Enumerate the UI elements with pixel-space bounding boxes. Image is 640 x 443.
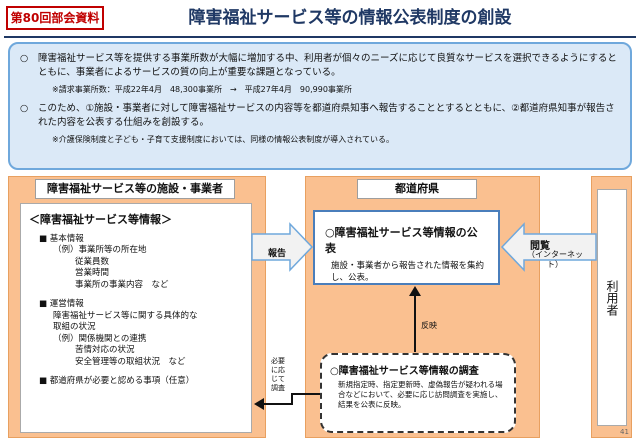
basic-info-item: 従業員数 bbox=[75, 256, 110, 267]
prefecture-header: 都道府県 bbox=[357, 179, 477, 199]
info-text-2: このため、①施設・事業者に対して障害福祉サービスの内容等を都道府県知事へ報告する… bbox=[38, 103, 615, 128]
browse-arrow bbox=[500, 222, 597, 272]
browse-label: 閲覧 bbox=[530, 241, 550, 252]
publication-title: ○障害福祉サービス等情報の公表 bbox=[325, 226, 478, 255]
survey-description: 新規指定時、指定更新時、虚偽報告が疑われる場合などにおいて、必要に応じ訪問調査を… bbox=[338, 380, 503, 409]
ops-info-item: 安全管理等の取組状況 など bbox=[75, 356, 186, 367]
basic-info-example: （例）事業所等の所在地 bbox=[53, 245, 147, 255]
browse-sublabel: （インターネット） bbox=[527, 250, 583, 269]
ops-info-line: 障害福祉サービス等に関する具体的な bbox=[53, 310, 198, 321]
request-arrowhead bbox=[254, 398, 264, 410]
bullet-2: ○ bbox=[20, 103, 29, 114]
meeting-tag: 第80回部会資料 bbox=[6, 6, 104, 30]
title-rule bbox=[4, 36, 636, 38]
publication-description: 施設・事業者から報告された情報を集約し、公表。 bbox=[331, 261, 485, 283]
info-paragraph-1: ○ 障害福祉サービス等を提供する事業所数が大幅に増加する中、利用者が個々のニーズ… bbox=[20, 52, 620, 80]
page-number: 41 bbox=[620, 428, 629, 436]
ops-info-example: （例）関係機関との連携 bbox=[53, 333, 147, 344]
request-arrow bbox=[262, 393, 320, 405]
survey-title: ○障害福祉サービス等情報の調査 bbox=[330, 366, 479, 377]
survey-box: ○障害福祉サービス等情報の調査 新規指定時、指定更新時、虚偽報告が疑われる場合な… bbox=[320, 353, 516, 433]
facility-box-title: ＜障害福祉サービス等情報＞ bbox=[29, 213, 172, 226]
ops-info-heading: ■ 運営情報 bbox=[39, 299, 84, 309]
user-box bbox=[597, 189, 627, 426]
optional-info-heading: ■ 都道府県が必要と認める事項（任意） bbox=[39, 376, 195, 386]
info-note-1: ※請求事業所数：平成22年4月 48,300事業所 → 平成27年4月 90,9… bbox=[52, 85, 352, 94]
page-title: 障害福祉サービス等の情報公表制度の創設 bbox=[188, 8, 512, 28]
basic-info-heading: ■ 基本情報 bbox=[39, 233, 84, 244]
report-arrow bbox=[251, 222, 314, 272]
info-paragraph-2: ○ このため、①施設・事業者に対して障害福祉サービスの内容等を都道府県知事へ報告… bbox=[20, 102, 620, 130]
publication-box: ○障害福祉サービス等情報の公表 施設・事業者から報告された情報を集約し、公表。 bbox=[313, 210, 500, 285]
basic-info-item: 営業時間 bbox=[75, 268, 110, 278]
request-label: 必要に応じて調査 bbox=[271, 357, 285, 392]
report-label: 報告 bbox=[268, 249, 287, 259]
facility-info-box: ＜障害福祉サービス等情報＞ ■ 基本情報 （例）事業所等の所在地 従業員数 営業… bbox=[20, 203, 252, 433]
ops-info-line: 取組の状況 bbox=[53, 322, 96, 332]
background-info-panel: ○ 障害福祉サービス等を提供する事業所数が大幅に増加する中、利用者が個々のニーズ… bbox=[8, 42, 632, 170]
info-note-2: ※介護保険制度と子ども・子育て支援制度においては、同様の情報公表制度が導入されて… bbox=[52, 135, 395, 144]
reflect-arrowhead bbox=[409, 286, 421, 296]
reflect-label: 反映 bbox=[421, 321, 437, 330]
bullet-1: ○ bbox=[20, 53, 29, 64]
ops-info-item: 苦情対応の状況 bbox=[75, 345, 135, 355]
info-text-1: 障害福祉サービス等を提供する事業所数が大幅に増加する中、利用者が個々のニーズに応… bbox=[38, 53, 617, 78]
user-label: 利用者 bbox=[605, 280, 619, 316]
basic-info-item: 事業所の事業内容 など bbox=[75, 279, 169, 290]
facility-header: 障害福祉サービス等の施設・事業者 bbox=[35, 179, 235, 199]
